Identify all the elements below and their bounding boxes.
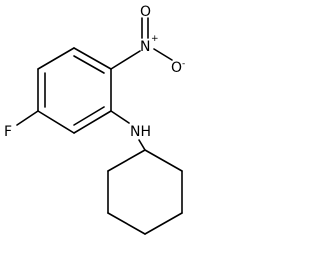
bond-cy3-cy4	[144, 212, 183, 235]
cyclohexane-ring	[107, 149, 183, 235]
bond-ring-fluorine	[16, 110, 39, 126]
nitro-group: O N + O -	[110, 4, 185, 76]
bond-cy1-cy2	[144, 149, 183, 172]
oxygen-top-label: O	[140, 4, 151, 20]
bond-amine-cyclohexyl	[138, 139, 146, 151]
molecule-drawing: O N + O - F NH	[4, 4, 185, 235]
fluoro-substituent: F	[4, 110, 39, 140]
nitro-plus-charge: +	[151, 34, 159, 44]
nitro-nitrogen-label: N	[140, 39, 150, 55]
bond-c3-c4	[37, 110, 75, 134]
bond-ring-nitrogen	[110, 50, 141, 70]
bond-c5-c6	[37, 47, 75, 70]
fluorine-label: F	[4, 124, 12, 140]
amine-linker: NH	[110, 110, 151, 151]
oxygen-minus-charge: -	[182, 59, 185, 69]
structure-canvas: O N + O - F NH	[4, 4, 185, 235]
oxygen-right-label: O	[171, 60, 182, 76]
amine-label: NH	[130, 124, 151, 140]
benzene-ring	[37, 47, 112, 134]
bond-c2-c3	[73, 110, 112, 134]
bond-c6-c1	[73, 47, 112, 70]
bond-cy6-cy1	[107, 149, 146, 172]
bond-cy4-cy5	[107, 212, 146, 235]
double-bond-inner-c1-c6	[73, 55, 105, 74]
bond-n-o-minus	[153, 48, 173, 61]
double-bond-inner-c2-c3	[73, 106, 105, 126]
bond-ring-amine	[110, 110, 130, 124]
